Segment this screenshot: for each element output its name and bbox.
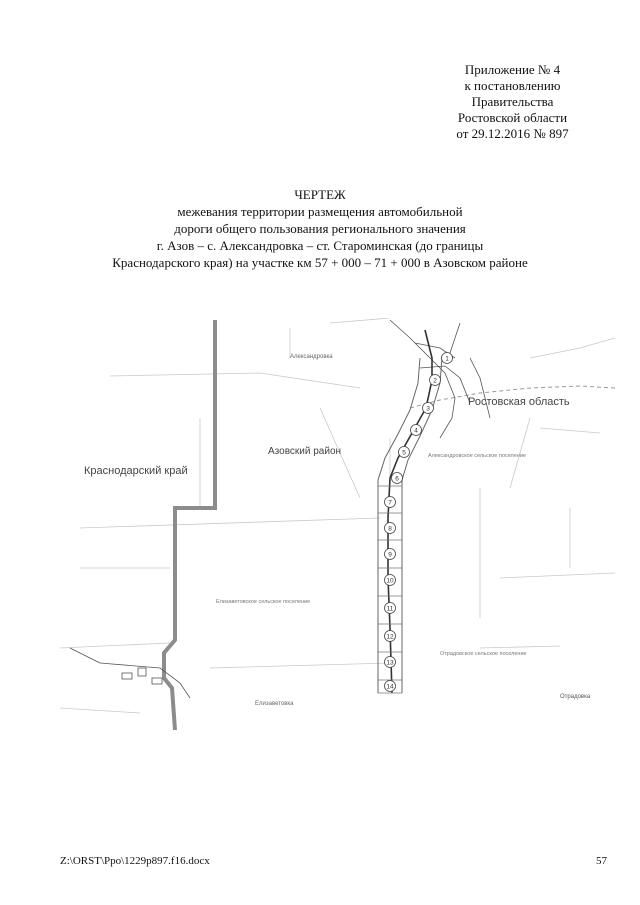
title-heading: ЧЕРТЕЖ — [294, 187, 346, 202]
label-azov-district: Азовский район — [268, 446, 341, 457]
marker-label: 14 — [386, 684, 394, 691]
label-otradovka: Отрадовка — [560, 694, 591, 700]
elizavetovka-settlement — [69, 647, 191, 699]
corridor-dividers — [378, 485, 402, 694]
marker-circle — [429, 374, 441, 386]
marker-label: 4 — [414, 428, 418, 435]
marker-circle — [384, 548, 396, 560]
label-rostov: Ростовская область — [468, 396, 570, 408]
marker-label: 12 — [386, 634, 394, 641]
marker-circle — [391, 472, 403, 484]
marker-circle — [422, 402, 434, 414]
marker-label: 1 — [445, 356, 449, 363]
label-otradov-settlement: Отрадовское сельское поселение — [440, 651, 527, 657]
appendix-line: Ростовской области — [457, 110, 568, 125]
plot-boundaries — [60, 318, 615, 714]
marker-circle — [384, 680, 396, 692]
marker-label: 9 — [388, 552, 392, 559]
appendix-line: к постановлению — [464, 78, 561, 93]
marker-circle — [398, 446, 410, 458]
title-line: межевания территории размещения автомоби… — [177, 204, 463, 219]
marker-label: 5 — [402, 450, 406, 457]
marker-circle — [384, 602, 396, 614]
marker-label: 10 — [386, 578, 394, 585]
district-boundary — [409, 385, 615, 409]
marker-label: 8 — [388, 526, 392, 533]
marker-circle — [384, 574, 396, 586]
footer-page-number: 57 — [596, 855, 607, 867]
road-axis — [387, 329, 433, 694]
marker-label: 6 — [395, 476, 399, 483]
marker-circle — [384, 656, 396, 668]
appendix-block: Приложение № 4 к постановлению Правитель… — [400, 62, 625, 142]
marker-label: 2 — [433, 378, 437, 385]
marker-label: 7 — [388, 500, 392, 507]
appendix-line: Правительства — [471, 94, 554, 109]
title-line: дороги общего пользования регионального … — [174, 221, 466, 236]
marker-label: 3 — [426, 406, 430, 413]
marker-circle — [384, 522, 396, 534]
label-aleks-settlement: Александровское сельское поселение — [428, 453, 526, 459]
marker-circle — [384, 496, 396, 508]
document-title: ЧЕРТЕЖ межевания территории размещения а… — [40, 186, 600, 271]
marker-circle — [441, 352, 453, 364]
marker-circle — [410, 424, 422, 436]
appendix-line: от 29.12.2016 № 897 — [456, 126, 569, 141]
title-line: г. Азов – с. Александровка – ст. Староми… — [156, 238, 484, 253]
region-boundary — [162, 320, 217, 730]
road-corridor-right — [401, 357, 443, 693]
label-elizavet-settlement: Елизаветовское сельское поселение — [216, 599, 310, 605]
footer-path: Z:\ORST\Ppo\1229p897.f16.docx — [60, 855, 210, 867]
title-line: Краснодарского края) на участке км 57 + … — [112, 255, 528, 270]
marker-circle — [384, 630, 396, 642]
marker-label: 11 — [387, 606, 394, 613]
appendix-line: Приложение № 4 — [464, 62, 561, 77]
road-corridor-left — [377, 357, 421, 693]
label-elizavetovka: Елизаветовка — [255, 701, 294, 707]
label-krasnodar: Краснодарский край — [84, 465, 188, 477]
label-aleksandrovka: Александровка — [290, 354, 333, 360]
marker-label: 13 — [386, 660, 394, 667]
